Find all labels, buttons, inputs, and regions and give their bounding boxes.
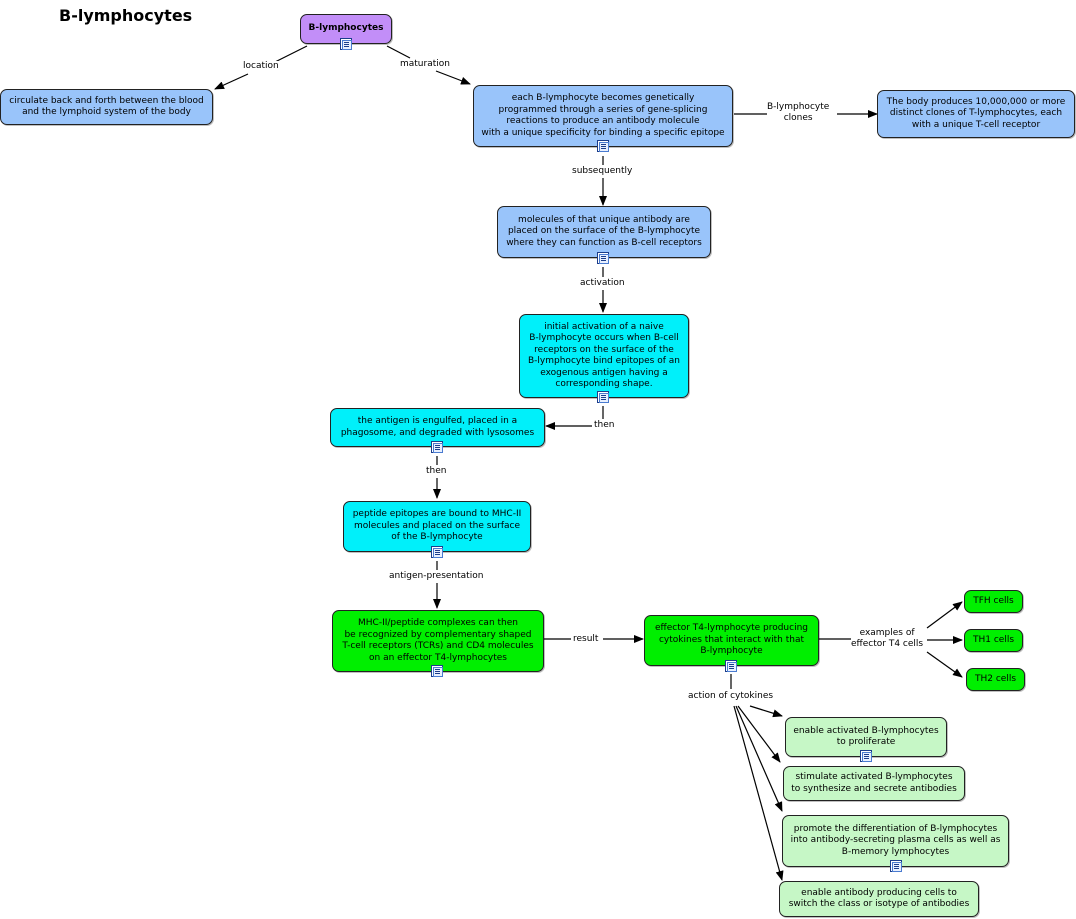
node-text-line: into antibody-secreting plasma cells as … xyxy=(790,835,1001,846)
page-title: B-lymphocytes xyxy=(59,6,193,25)
link-label-clones-line: clones xyxy=(783,113,813,123)
node-text-line: and the lymphoid system of the body xyxy=(22,107,191,117)
node-text-line: MHC-II/peptide complexes can then xyxy=(358,618,518,628)
document-icon[interactable] xyxy=(431,665,443,677)
document-icon[interactable] xyxy=(725,660,737,672)
node-text-line: molecules of that unique antibody are xyxy=(518,214,690,225)
link-label-clones-line: B-lymphocyte xyxy=(767,102,830,112)
node-clones[interactable]: The body produces 10,000,000 or more dis… xyxy=(877,90,1075,138)
node-mhc[interactable]: MHC-II/peptide complexes can then be rec… xyxy=(332,610,544,672)
link-examples-th2 xyxy=(926,651,963,678)
node-text-line: to proliferate xyxy=(836,737,896,747)
node-engulfed[interactable]: the antigen is engulfed, placed in a pha… xyxy=(330,408,545,447)
node-text-line: of the B-lymphocyte xyxy=(391,532,483,543)
node-text-line: T-cell receptors (TCRs) and CD4 molecule… xyxy=(342,641,534,651)
document-icon[interactable] xyxy=(597,391,609,403)
link-maturation-a xyxy=(386,45,411,59)
link-label-examples: examples of effector T4 cells xyxy=(851,628,924,650)
node-text-line: phagosome, and degraded with lysosomes xyxy=(340,427,535,438)
link-label-activation: activation xyxy=(580,278,625,289)
node-text-line: B-lymphocyte bind epitopes of an xyxy=(528,356,680,366)
node-text-line: enable antibody producing cells to xyxy=(801,887,957,898)
link-location-a xyxy=(274,45,308,63)
document-icon[interactable] xyxy=(860,750,872,762)
link-cytokines-switch xyxy=(733,705,784,881)
node-th1[interactable]: TH1 cells xyxy=(964,629,1023,652)
node-text-line: cytokines that interact with that xyxy=(658,634,804,645)
link-cytokines-diff xyxy=(735,705,783,812)
link-label-antigen-presentation: antigen-presentation xyxy=(389,571,484,582)
node-text-line: be recognized by complementary shaped xyxy=(344,629,532,640)
node-text-line: distinct clones of T-lymphocytes, each xyxy=(889,108,1063,119)
node-programmed[interactable]: each B-lymphocyte becomes genetically pr… xyxy=(473,85,733,147)
node-tfh-label: TFH cells xyxy=(973,595,1014,606)
node-text-line: switch the class or isotype of antibodie… xyxy=(788,899,970,909)
node-text-line: B-lymphocyte xyxy=(700,646,763,657)
link-examples-tfh xyxy=(926,601,963,629)
link-location-b xyxy=(214,73,249,90)
document-icon[interactable] xyxy=(431,441,443,453)
node-text-line: with a unique T-cell receptor xyxy=(911,119,1041,130)
node-text-line: on an effector T4-lymphocytes xyxy=(369,652,507,663)
node-text-line: programmed through a series of gene-spli… xyxy=(498,104,708,115)
link-label-maturation: maturation xyxy=(400,59,450,70)
node-text-line: molecules and placed on the surface xyxy=(353,520,521,531)
document-icon[interactable] xyxy=(890,860,902,872)
link-label-then-1: then xyxy=(594,420,615,431)
link-label-cytokines: action of cytokines xyxy=(688,691,774,702)
node-text-line: B-memory lymphocytes xyxy=(841,846,950,857)
document-icon[interactable] xyxy=(340,38,352,50)
node-location[interactable]: circulate back and forth between the blo… xyxy=(0,89,213,125)
link-maturation-b xyxy=(435,70,471,85)
node-surface[interactable]: molecules of that unique antibody are pl… xyxy=(497,206,711,258)
node-tfh[interactable]: TFH cells xyxy=(964,590,1023,613)
node-text-line: reactions to produce an antibody molecul… xyxy=(506,116,700,126)
node-text-line: initial activation of a naive xyxy=(544,321,664,332)
link-cytokines-synth xyxy=(737,705,781,763)
node-text-line: placed on the surface of the B-lymphocyt… xyxy=(507,226,701,237)
node-text-line: peptide epitopes are bound to MHC-II xyxy=(352,509,522,520)
node-text-line: The body produces 10,000,000 or more xyxy=(886,96,1066,107)
link-label-examples-line: examples of xyxy=(859,628,915,638)
node-text-line: circulate back and forth between the blo… xyxy=(9,95,204,106)
node-th1-label: TH1 cells xyxy=(972,634,1015,645)
node-root-label: B-lymphocytes xyxy=(308,23,384,34)
node-text-line: enable activated B-lymphocytes xyxy=(793,725,939,736)
node-text-line: each B-lymphocyte becomes genetically xyxy=(511,93,695,103)
document-icon[interactable] xyxy=(597,140,609,152)
link-label-location: location xyxy=(243,61,279,72)
node-th2[interactable]: TH2 cells xyxy=(966,668,1025,691)
node-differentiate[interactable]: promote the differentiation of B-lymphoc… xyxy=(782,815,1009,867)
node-text-line: to synthesize and secrete antibodies xyxy=(791,783,957,794)
link-label-subsequently: subsequently xyxy=(572,166,633,177)
node-activation[interactable]: initial activation of a naive B-lymphocy… xyxy=(519,314,689,398)
link-label-clones: B-lymphocyte clones xyxy=(767,102,830,124)
node-epitopes[interactable]: peptide epitopes are bound to MHC-II mol… xyxy=(343,501,531,552)
node-text-line: receptors on the surface of the xyxy=(534,344,674,355)
node-effector[interactable]: effector T4-lymphocyte producing cytokin… xyxy=(644,615,819,666)
link-label-result: result xyxy=(573,634,599,645)
link-label-examples-line: effector T4 cells xyxy=(851,639,924,649)
node-text-line: exogenous antigen having a xyxy=(540,367,668,378)
node-text-line: stimulate activated B-lymphocytes xyxy=(795,772,953,782)
link-cytokines-prolif xyxy=(749,705,783,718)
node-text-line: with a unique specificity for binding a … xyxy=(481,127,725,138)
node-th2-label: TH2 cells xyxy=(974,673,1017,684)
node-text-line: B-lymphocyte occurs when B-cell xyxy=(529,333,679,343)
document-icon[interactable] xyxy=(597,252,609,264)
node-text-line: promote the differentiation of B-lymphoc… xyxy=(793,823,998,834)
node-text-line: effector T4-lymphocyte producing xyxy=(654,623,808,634)
node-text-line: corresponding shape. xyxy=(555,379,653,389)
node-text-line: where they can function as B-cell recept… xyxy=(506,237,702,248)
node-text-line: the antigen is engulfed, placed in a xyxy=(357,416,518,426)
link-label-then-2: then xyxy=(426,466,447,477)
node-synthesize[interactable]: stimulate activated B-lymphocytes to syn… xyxy=(783,766,965,801)
document-icon[interactable] xyxy=(431,546,443,558)
node-switch[interactable]: enable antibody producing cells to switc… xyxy=(779,881,979,917)
